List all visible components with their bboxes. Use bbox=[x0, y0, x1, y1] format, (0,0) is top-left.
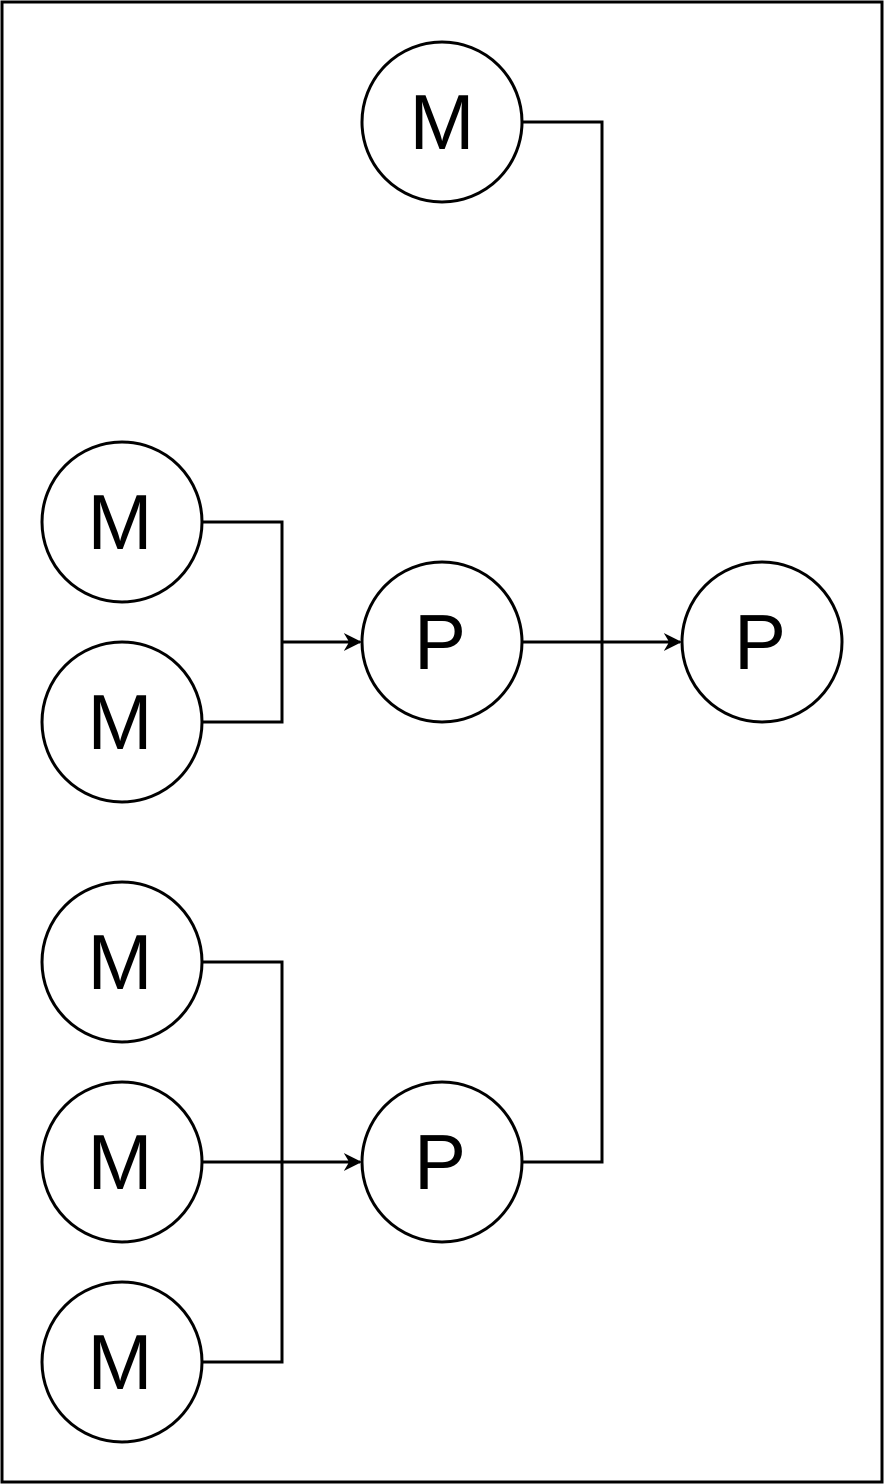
edge-m-top-to-p-final bbox=[522, 120, 604, 642]
node-p-final-label: P bbox=[734, 598, 786, 686]
node-p-final: P bbox=[680, 560, 844, 724]
node-m-3-label: M bbox=[88, 918, 153, 1006]
edge-m3-to-p-lower bbox=[202, 960, 284, 1162]
edge-m1-to-p-upper bbox=[202, 520, 284, 642]
node-m-top: M bbox=[360, 40, 524, 204]
node-p-lower-label: P bbox=[414, 1118, 466, 1206]
node-m-5: M bbox=[40, 1280, 204, 1444]
node-m-5-label: M bbox=[88, 1318, 153, 1406]
node-m-4: M bbox=[40, 1080, 204, 1244]
node-p-upper-label: P bbox=[414, 598, 466, 686]
node-m-1-label: M bbox=[88, 478, 153, 566]
edge-m2-to-p-upper bbox=[202, 642, 284, 724]
edge-m5-to-p-lower bbox=[202, 1162, 284, 1364]
node-m-2-label: M bbox=[88, 678, 153, 766]
node-p-lower: P bbox=[360, 1080, 524, 1244]
node-m-4-label: M bbox=[88, 1118, 153, 1206]
node-m-3: M bbox=[40, 880, 204, 1044]
node-m-top-label: M bbox=[410, 78, 475, 166]
edge-p-lower-to-p-final bbox=[522, 642, 604, 1164]
node-m-2: M bbox=[40, 640, 204, 804]
node-p-upper: P bbox=[360, 560, 524, 724]
node-m-1: M bbox=[40, 440, 204, 604]
